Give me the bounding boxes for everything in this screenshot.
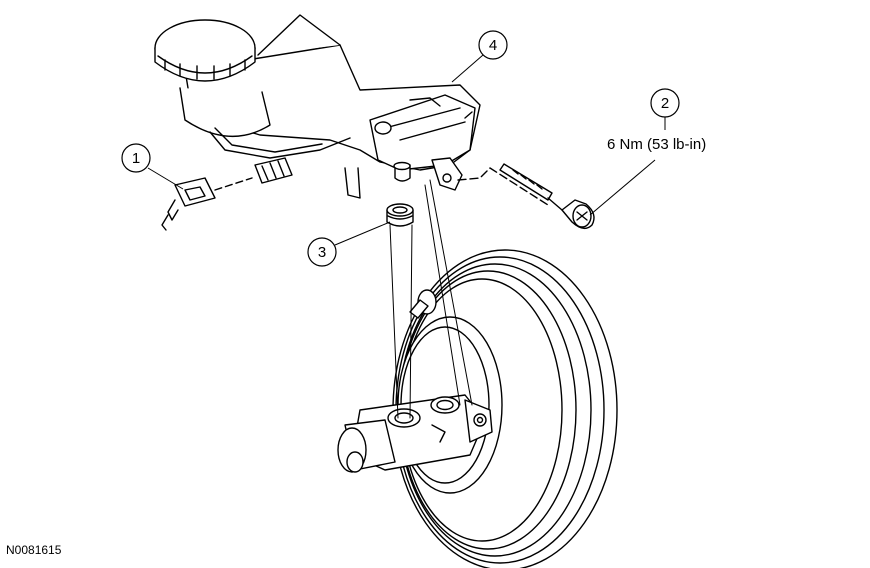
fluid-reservoir bbox=[154, 14, 481, 199]
callout-number: 3 bbox=[318, 244, 326, 261]
callout-number: 2 bbox=[661, 95, 669, 112]
alignment-lines bbox=[389, 179, 473, 419]
reservoir-grommet bbox=[386, 203, 414, 227]
callout-number: 4 bbox=[489, 37, 497, 54]
callout-2: 2 6 Nm (53 lb-in) bbox=[589, 88, 706, 216]
torque-spec: 6 Nm (53 lb-in) bbox=[607, 136, 706, 153]
brake-booster bbox=[392, 249, 618, 568]
master-cylinder-body bbox=[337, 394, 493, 473]
fluid-level-connector bbox=[161, 177, 253, 231]
figure-id: N0081615 bbox=[6, 543, 62, 557]
reservoir-bolt bbox=[457, 163, 595, 230]
callout-1: 1 bbox=[121, 143, 184, 190]
callout-number: 1 bbox=[132, 150, 140, 167]
callout-3: 3 bbox=[307, 221, 391, 267]
callout-4: 4 bbox=[451, 30, 508, 83]
